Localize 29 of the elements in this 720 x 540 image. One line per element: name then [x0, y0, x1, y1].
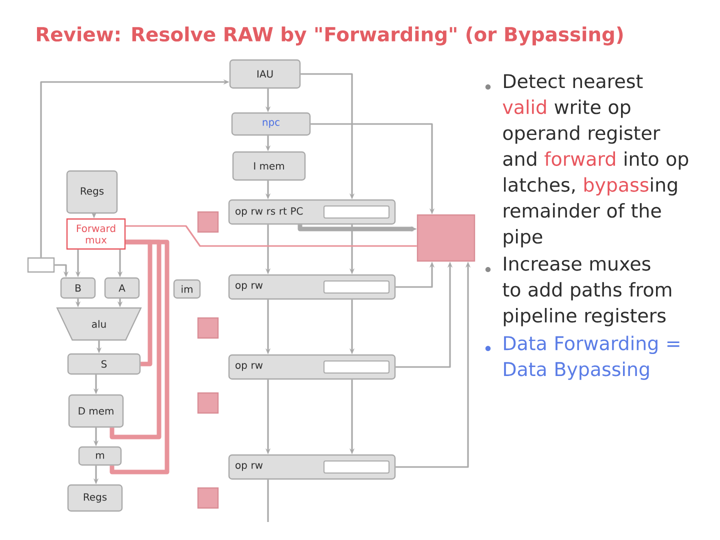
mux-box: Forward mux — [66, 218, 126, 250]
pipeline-row: op rw — [228, 274, 396, 300]
latch-box: im — [173, 279, 201, 299]
pipeline-row: op rw — [228, 454, 396, 480]
bullet-text: Detect nearest valid write op operand register and forward into op latches, bypassing remainder of the pipe — [502, 74, 688, 248]
connector-line — [126, 225, 417, 247]
small-box — [27, 257, 55, 273]
memory-box: I mem — [232, 151, 306, 181]
marker-square — [197, 487, 219, 509]
bullet-text: Data Forwarding = Data Bypassing — [504, 336, 680, 380]
memory-box: D mem — [68, 394, 124, 428]
marker-square — [197, 317, 219, 339]
latch-box: S — [67, 353, 141, 375]
unit-box: npc — [231, 112, 311, 136]
control-box — [416, 214, 476, 262]
unit-box: IAU — [229, 59, 301, 89]
register-file-box: Regs — [66, 170, 118, 214]
pipeline-row: op rw — [228, 354, 396, 380]
pipeline-row: op rw rs rt PC — [228, 199, 396, 225]
latch-box: m — [78, 446, 122, 466]
marker-square — [197, 392, 219, 414]
connector-line — [267, 480, 269, 522]
bus-line — [110, 240, 170, 474]
latch-box: B — [60, 277, 96, 299]
register-file-box: Regs — [67, 484, 123, 512]
latch-box: A — [104, 277, 140, 299]
marker-square — [197, 211, 219, 233]
title: Review: Resolve RAW by "Forwarding" (or Bypassing) — [37, 26, 623, 46]
bullet-text: Increase muxes to add paths from pipeline registers — [502, 256, 672, 326]
